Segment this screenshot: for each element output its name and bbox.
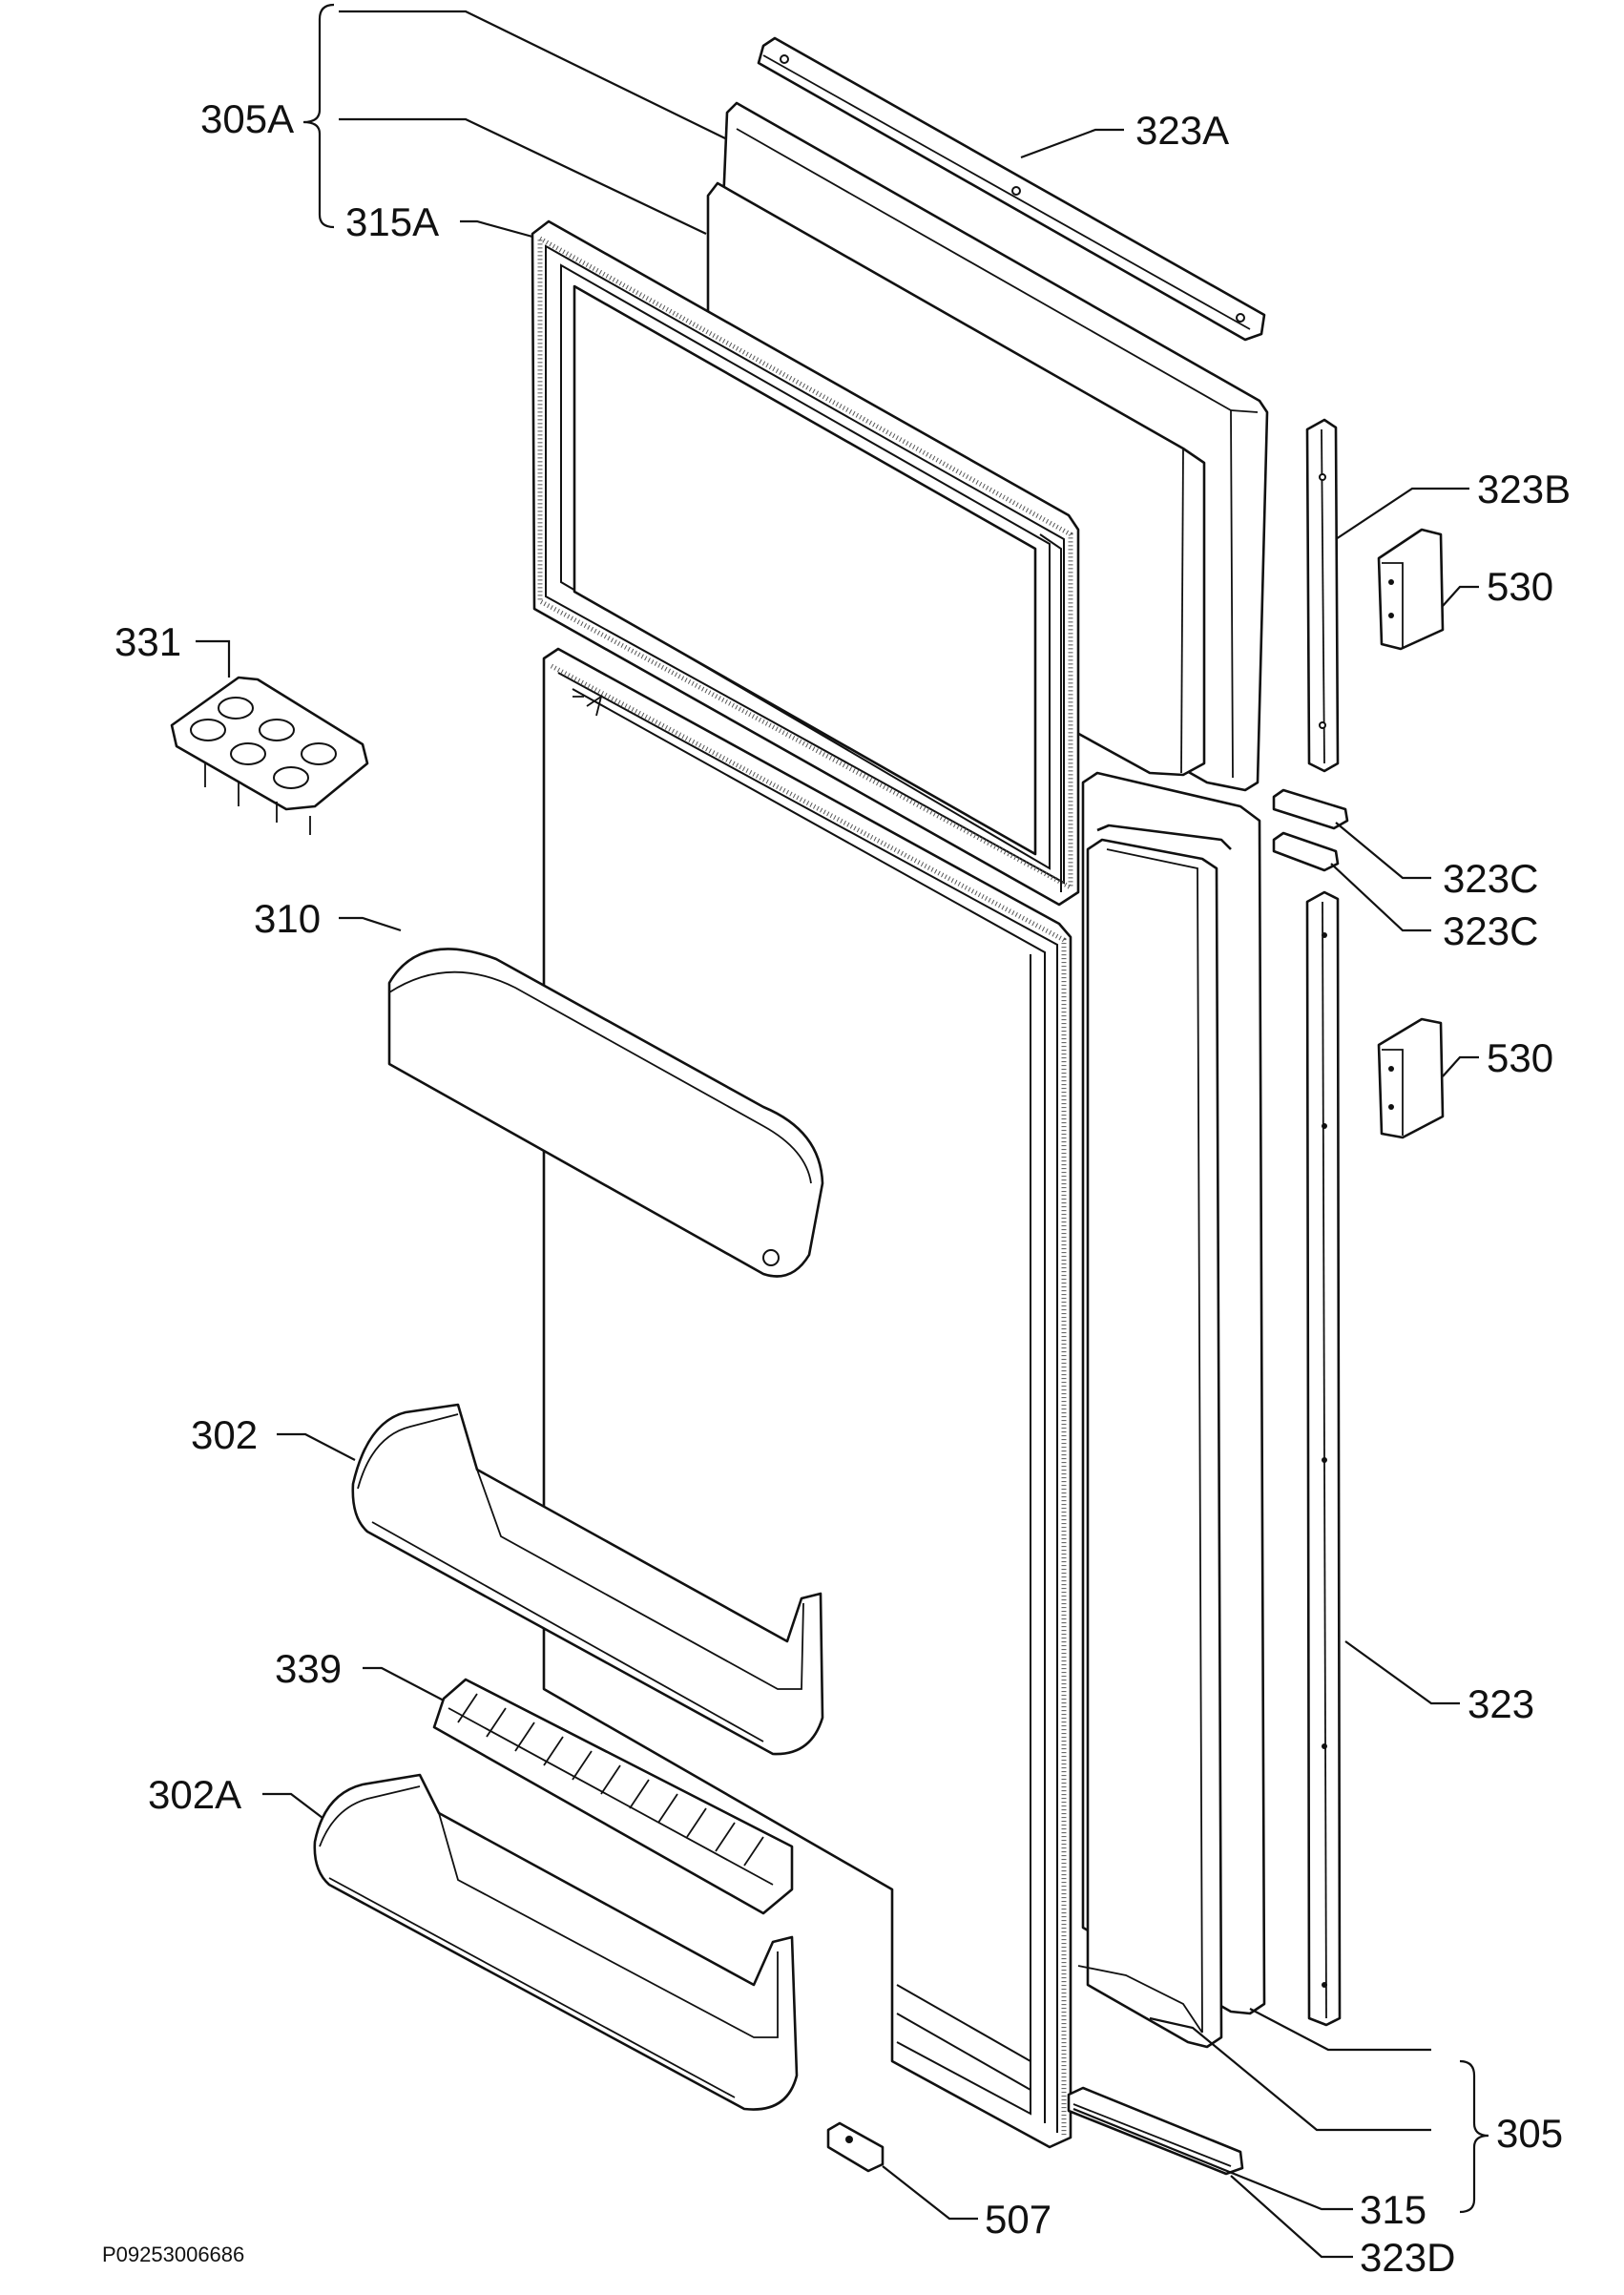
part-331-egg-tray [170, 676, 369, 835]
part-507-pin [826, 2121, 885, 2173]
label-302a: 302A [148, 1772, 242, 1817]
label-305a: 305A [200, 96, 295, 141]
label-323c-upper: 323C [1443, 856, 1539, 901]
label-507: 507 [985, 2197, 1052, 2242]
label-331: 331 [115, 619, 182, 664]
part-315-fridge-gasket [542, 647, 1072, 2149]
part-315a-freezer-gasket [531, 219, 1080, 907]
label-323d: 323D [1360, 2235, 1456, 2280]
label-339: 339 [275, 1646, 343, 1691]
part-339-shelf-insert [432, 1678, 794, 1915]
part-302a-door-shelf [313, 1773, 799, 2111]
leader-lines [196, 3, 1489, 2259]
part-323c-lower [1272, 831, 1340, 872]
label-315a: 315A [345, 199, 440, 244]
label-315: 315 [1360, 2187, 1427, 2232]
part-310-dairy-shelf [387, 948, 824, 1278]
label-323c-lower: 323C [1443, 908, 1539, 953]
part-323d-bottom-bar [1067, 2086, 1244, 2176]
label-302: 302 [191, 1412, 259, 1457]
drawing-code: P09253006686 [102, 2243, 245, 2266]
part-530-bracket-lower [1377, 1017, 1445, 1139]
label-305: 305 [1496, 2111, 1564, 2156]
part-305-fridge-door [1077, 771, 1266, 2049]
label-323: 323 [1468, 1681, 1535, 1726]
label-323b: 323B [1477, 467, 1572, 511]
part-323-side-strip [1305, 890, 1342, 2027]
part-323b-side-strip [1305, 418, 1340, 773]
part-530-bracket-upper [1377, 528, 1445, 651]
part-323c-upper [1272, 788, 1349, 830]
label-323a: 323A [1135, 108, 1230, 153]
part-323a-top-bar [757, 36, 1266, 342]
label-310: 310 [254, 896, 322, 941]
label-530-lower: 530 [1487, 1035, 1554, 1080]
part-302-door-shelf [351, 1403, 824, 1756]
label-530-upper: 530 [1487, 564, 1554, 609]
